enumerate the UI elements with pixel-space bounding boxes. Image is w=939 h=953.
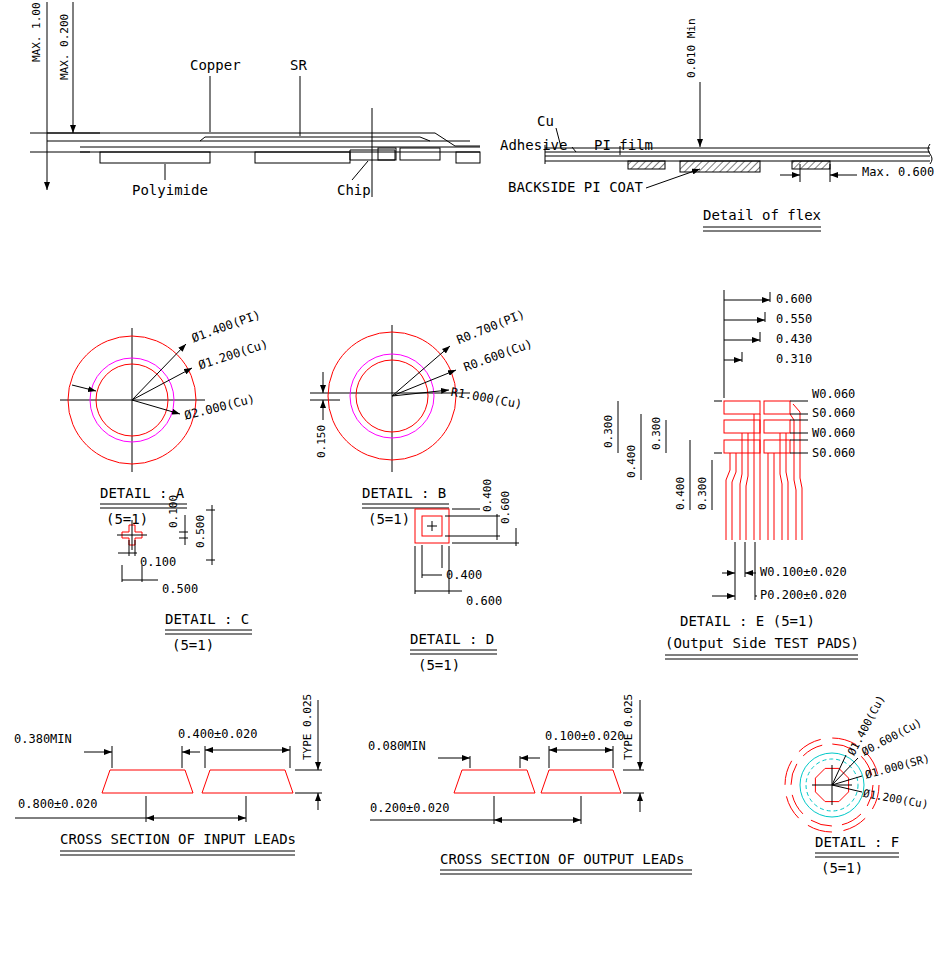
dimension-label: 0.300 bbox=[697, 477, 708, 510]
dimension-label: W0.060 bbox=[812, 388, 855, 400]
view-title: DETAIL : C bbox=[165, 612, 249, 626]
dimension-label: MAX. 1.00 bbox=[31, 2, 42, 62]
scale-note: (5=1) bbox=[418, 658, 460, 672]
dimension-label: 0.400 bbox=[675, 477, 686, 510]
view-title: CROSS SECTION OF INPUT LEADs bbox=[60, 832, 296, 846]
scale-note: (5=1) bbox=[368, 512, 410, 526]
dimension-label: R0.600(Cu) bbox=[462, 337, 534, 373]
part-label: Adhesive bbox=[500, 138, 567, 152]
dimension-label: Ø1.400(PI) bbox=[190, 308, 262, 344]
dimension-label: 0.300 bbox=[603, 415, 614, 448]
dimension-label: 0.150 bbox=[316, 425, 327, 458]
part-label: BACKSIDE PI COAT bbox=[508, 180, 643, 194]
dimension-label: Ø1.200(Cu) bbox=[862, 788, 929, 810]
dimension-label: Ø1.200(Cu) bbox=[197, 338, 269, 372]
dimension-label: W0.100±0.020 bbox=[760, 566, 847, 578]
dimension-label: 0.600 bbox=[466, 595, 502, 607]
dimension-label: 0.310 bbox=[776, 353, 812, 365]
dimension-label: 0.400 bbox=[482, 479, 493, 512]
part-label: Copper bbox=[190, 58, 241, 72]
dimension-label: 0.300 bbox=[651, 417, 662, 450]
dimension-label: 0.010 Min bbox=[686, 18, 697, 78]
dimension-label: 0.400 bbox=[446, 569, 482, 581]
detail-d bbox=[410, 509, 519, 654]
view-title: DETAIL : B bbox=[362, 486, 446, 500]
dimension-label: R1.000(Cu) bbox=[450, 386, 523, 410]
dimension-label: 0.380MIN bbox=[14, 733, 72, 745]
dimension-label: TYPE 0.025 bbox=[623, 694, 634, 760]
dimension-label: Ø2.000(Cu) bbox=[183, 393, 256, 422]
dimension-label: TYPE 0.025 bbox=[302, 694, 313, 760]
detail-b bbox=[310, 325, 470, 508]
view-title: DETAIL : E (5=1) bbox=[680, 614, 815, 628]
flex-cross-section bbox=[30, 2, 480, 197]
view-title: (Output Side TEST PADS) bbox=[665, 636, 859, 650]
dimension-label: 0.100 bbox=[168, 495, 179, 528]
dimension-label: 0.500 bbox=[162, 583, 198, 595]
dimension-label: 0.600 bbox=[500, 491, 511, 524]
dimension-label: S0.060 bbox=[812, 407, 855, 419]
part-label: SR bbox=[290, 58, 307, 72]
scale-note: (5=1) bbox=[172, 638, 214, 652]
flex-detail bbox=[545, 82, 932, 231]
dimension-label: Ø1.000(SR) bbox=[864, 753, 931, 781]
scale-note: (5=1) bbox=[821, 861, 863, 875]
dimension-label: 0.080MIN bbox=[368, 740, 426, 752]
detail-a bbox=[60, 328, 205, 508]
part-label: Chip bbox=[337, 183, 371, 197]
dimension-label: W0.060 bbox=[812, 427, 855, 439]
dimension-label: MAX. 0.200 bbox=[59, 14, 70, 80]
dimension-label: 0.400±0.020 bbox=[178, 728, 257, 740]
detail-e bbox=[618, 290, 858, 659]
input-lead-section bbox=[15, 700, 322, 855]
part-label: Polyimide bbox=[132, 183, 208, 197]
dimension-label: 0.500 bbox=[195, 515, 206, 548]
dimension-label: 0.400 bbox=[626, 445, 637, 478]
dimension-label: P0.200±0.020 bbox=[760, 589, 847, 601]
dimension-label: S0.060 bbox=[812, 447, 855, 459]
view-title: Detail of flex bbox=[703, 208, 821, 222]
dimension-label: Max. 0.600 bbox=[862, 166, 934, 178]
dimension-label: 0.430 bbox=[776, 333, 812, 345]
dimension-label: 0.600 bbox=[776, 293, 812, 305]
dimension-label: R0.700(PI) bbox=[455, 308, 526, 346]
dimension-label: 0.550 bbox=[776, 313, 812, 325]
dimension-label: 0.100±0.020 bbox=[545, 730, 624, 742]
view-title: DETAIL : D bbox=[410, 632, 494, 646]
part-label: Cu bbox=[537, 114, 554, 128]
dimension-label: 0.200±0.020 bbox=[370, 802, 449, 814]
part-label: PI film bbox=[594, 138, 653, 152]
dimension-label: 0.100 bbox=[140, 556, 176, 568]
dimension-label: 0.800±0.020 bbox=[18, 798, 97, 810]
view-title: DETAIL : F bbox=[815, 835, 899, 849]
view-title: CROSS SECTION OF OUTPUT LEADs bbox=[440, 852, 684, 866]
output-lead-section bbox=[370, 700, 692, 874]
scale-note: (5=1) bbox=[106, 512, 148, 526]
